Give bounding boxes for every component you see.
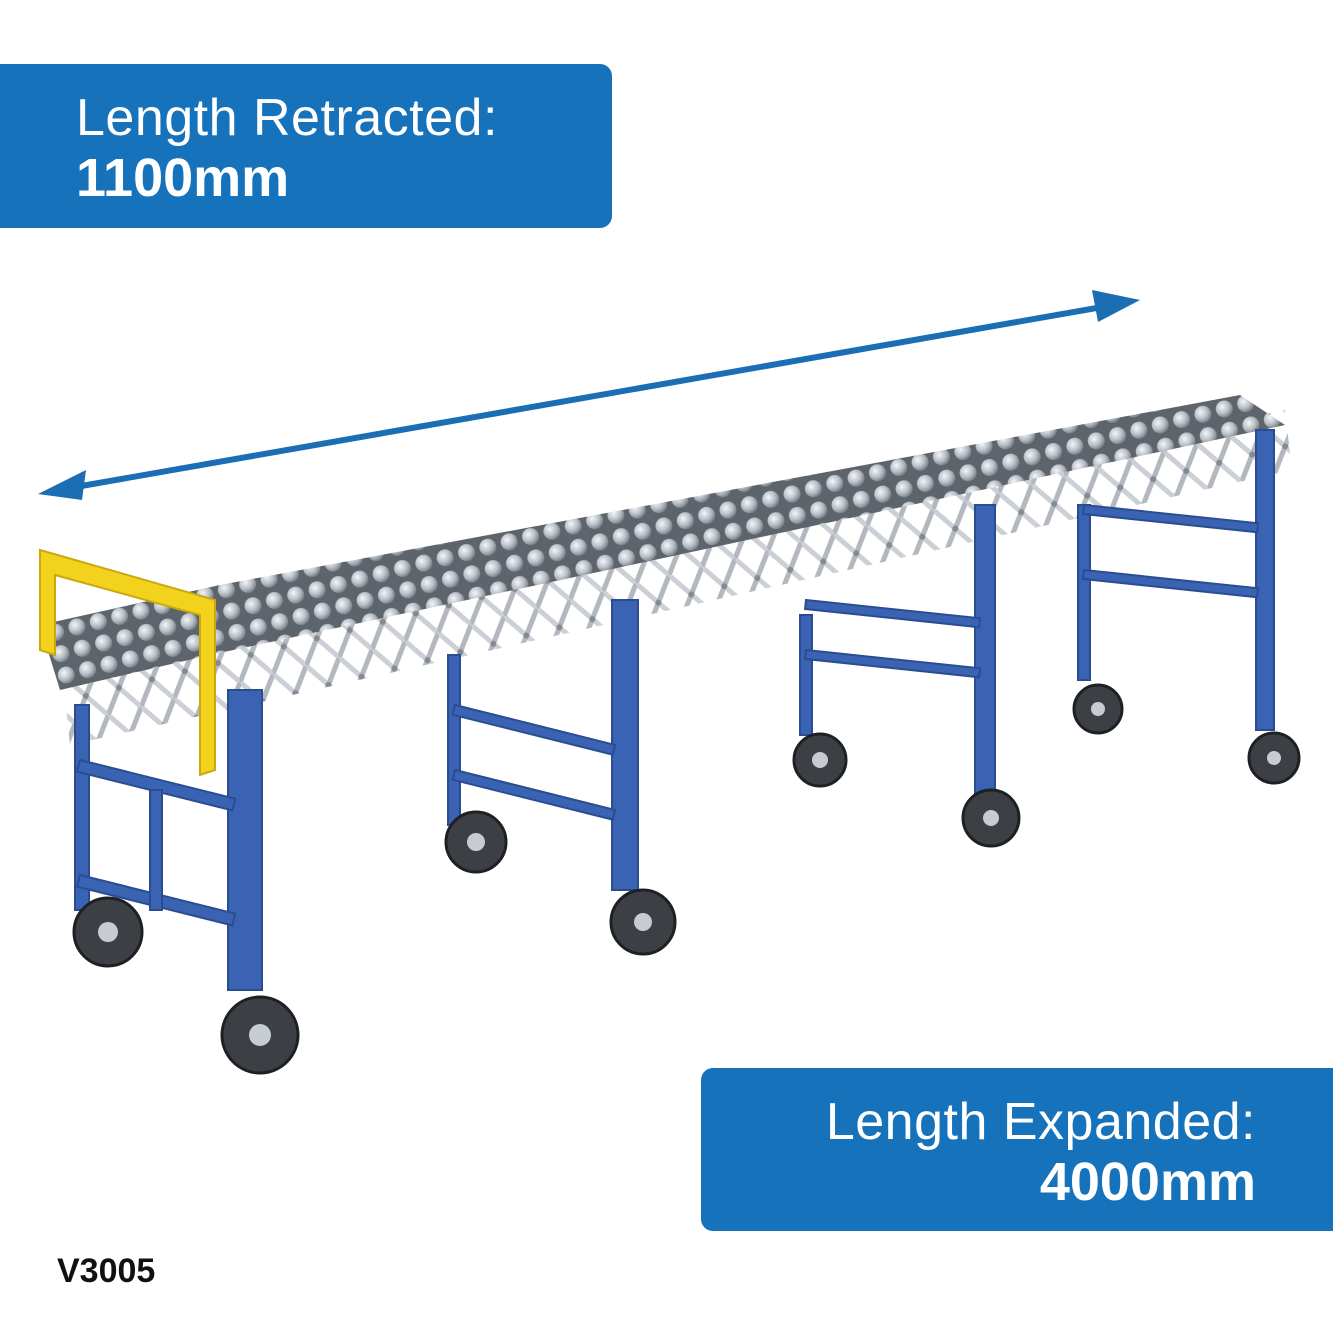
double-headed-arrow-icon (38, 290, 1140, 500)
length-expanded-value: 4000mm (1039, 1152, 1256, 1212)
leg-stands (74, 429, 1275, 991)
length-retracted-badge: Length Retracted: 1100mm (0, 64, 612, 228)
length-retracted-value: 1100mm (76, 148, 290, 208)
roller-bed (40, 395, 1285, 690)
length-retracted-label: Length Retracted: (76, 89, 498, 147)
product-sku: V3005 (57, 1252, 156, 1290)
yellow-handle (39, 548, 216, 777)
scissor-frame (60, 410, 1292, 745)
castor-wheels (72, 683, 1301, 1075)
length-expanded-label: Length Expanded: (825, 1093, 1256, 1151)
length-expanded-badge: Length Expanded: 4000mm (701, 1068, 1333, 1231)
